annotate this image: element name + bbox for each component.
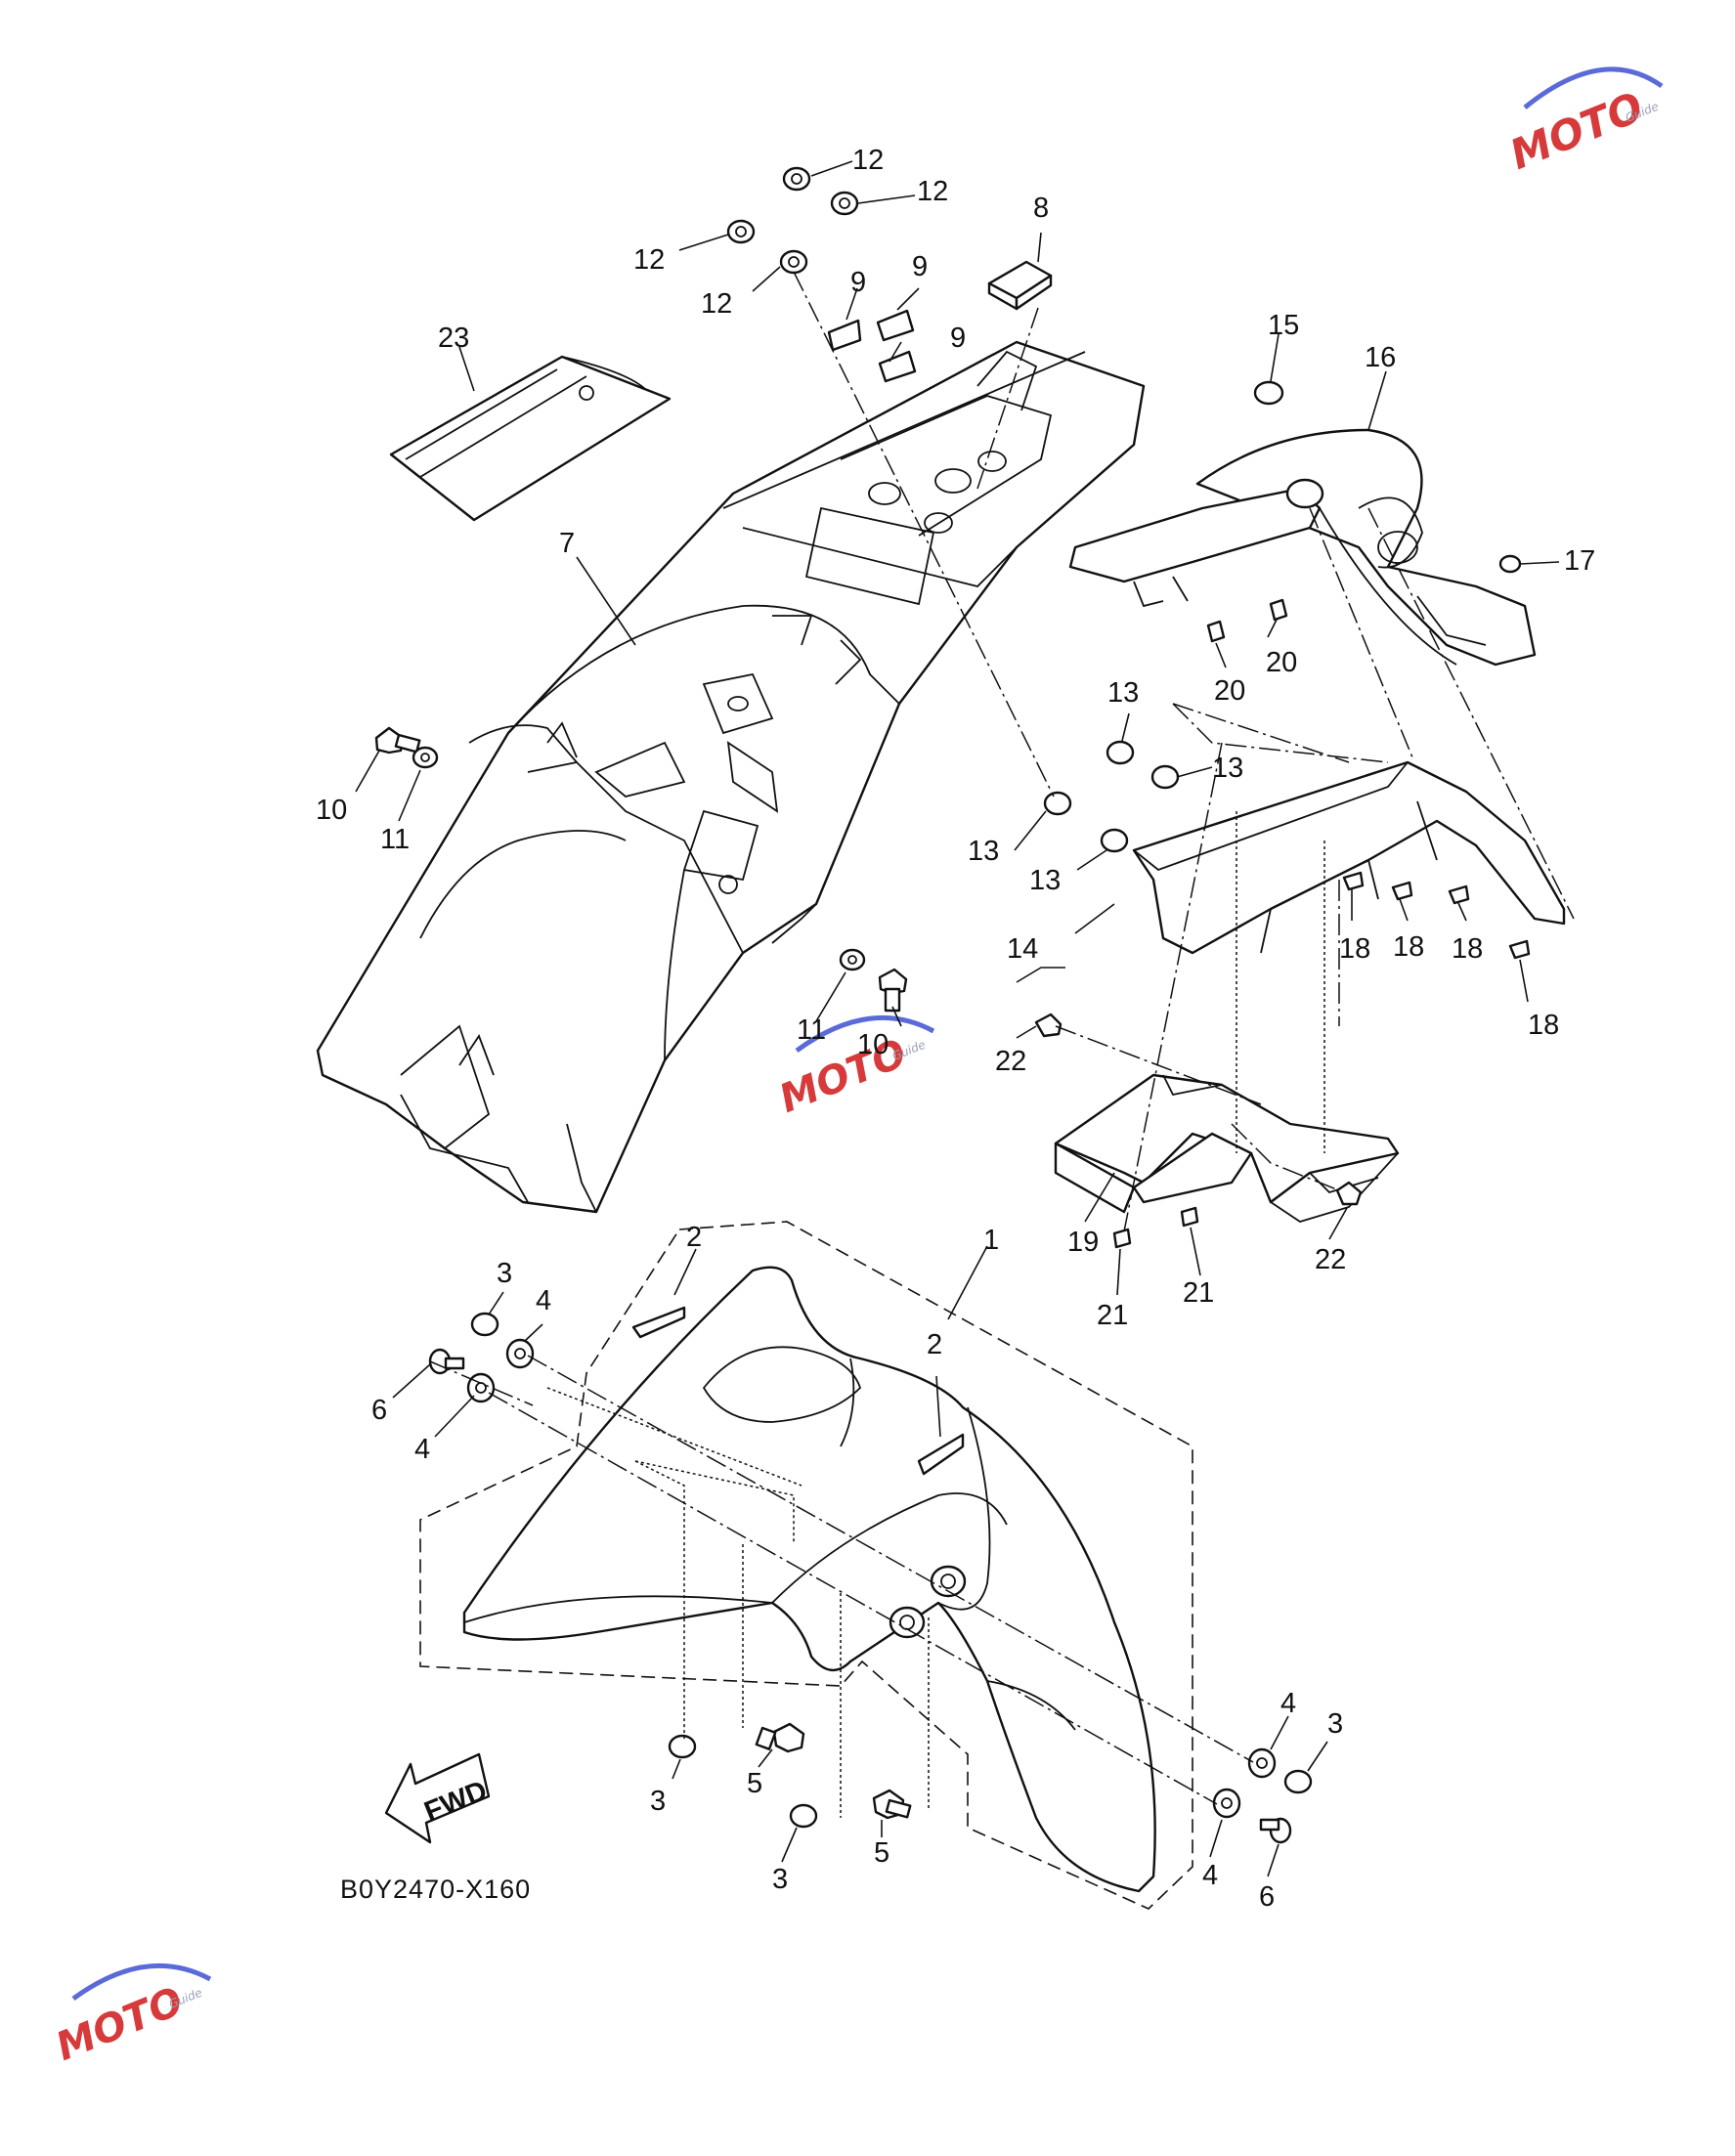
callout-2: 2 xyxy=(927,1329,942,1360)
callout-3: 3 xyxy=(650,1786,666,1817)
callout-22: 22 xyxy=(995,1046,1026,1077)
callout-18: 18 xyxy=(1528,1010,1559,1041)
callout-21: 21 xyxy=(1097,1300,1128,1331)
part-17-clip xyxy=(1498,554,1522,574)
part-19-tail-bracket xyxy=(1054,1073,1400,1223)
part-16-rear-cowl xyxy=(1068,428,1537,667)
drawing-code: B0Y2470-X160 xyxy=(340,1875,531,1904)
callout-9: 9 xyxy=(950,323,966,354)
callout-19: 19 xyxy=(1067,1227,1099,1258)
part-21-screws xyxy=(1112,1206,1199,1249)
callout-labels: 1 2 2 3 3 3 3 4 4 4 4 5 5 6 6 7 8 9 9 9 … xyxy=(316,145,1595,1913)
callout-12: 12 xyxy=(701,288,732,320)
callout-6: 6 xyxy=(1259,1881,1275,1913)
part-9-pads xyxy=(827,309,917,383)
callout-13: 13 xyxy=(968,836,999,867)
callout-11: 11 xyxy=(380,824,410,855)
callout-20: 20 xyxy=(1214,675,1245,707)
callout-4: 4 xyxy=(1280,1688,1296,1719)
callout-14: 14 xyxy=(1007,933,1038,965)
callout-18: 18 xyxy=(1339,933,1370,965)
watermark-logo-bottom-left: MOTO Guide xyxy=(50,1962,212,2070)
callout-18: 18 xyxy=(1393,931,1424,963)
callout-16: 16 xyxy=(1365,342,1396,373)
callout-7: 7 xyxy=(559,528,575,559)
callout-3: 3 xyxy=(772,1864,788,1895)
svg-text:MOTO: MOTO xyxy=(1503,82,1650,179)
callout-13: 13 xyxy=(1107,677,1139,709)
callout-10: 10 xyxy=(857,1029,889,1060)
callout-13: 13 xyxy=(1212,753,1243,784)
callout-23: 23 xyxy=(438,323,469,354)
leader-lines xyxy=(355,160,1575,1877)
svg-text:MOTO: MOTO xyxy=(50,1979,190,2070)
part-7-rear-fender xyxy=(316,340,1146,1214)
callout-1: 1 xyxy=(983,1225,999,1256)
part-18-screws xyxy=(1342,871,1531,960)
part-10-bolt-right xyxy=(878,968,908,1013)
fwd-arrow-icon: FWD xyxy=(384,1752,492,1844)
part-4-grommets xyxy=(466,1338,1277,1819)
part-1-front-fender xyxy=(462,1266,1156,1893)
watermark-logo-top-right: MOTO Guide xyxy=(1503,66,1664,179)
callout-4: 4 xyxy=(536,1285,551,1316)
callout-4: 4 xyxy=(1202,1860,1218,1891)
callout-12: 12 xyxy=(917,176,948,207)
callout-15: 15 xyxy=(1268,310,1299,341)
front-fender-assembly-boundary xyxy=(419,1221,1193,1910)
callout-6: 6 xyxy=(371,1395,387,1426)
part-22-bolts xyxy=(1034,1013,1363,1206)
callout-2: 2 xyxy=(686,1222,702,1253)
part-3-collars xyxy=(470,1312,1313,1829)
callout-4: 4 xyxy=(414,1434,430,1465)
callout-12: 12 xyxy=(633,244,665,276)
part-13-collars xyxy=(1043,740,1180,853)
part-8-pad xyxy=(987,260,1053,311)
callout-20: 20 xyxy=(1266,647,1297,678)
callout-3: 3 xyxy=(1327,1708,1343,1740)
part-11-washer-right xyxy=(839,948,866,971)
svg-text:MOTO: MOTO xyxy=(773,1031,913,1122)
callout-17: 17 xyxy=(1564,545,1595,577)
part-11-washer-left xyxy=(412,746,439,769)
part-5-bolts xyxy=(755,1722,912,1820)
callout-12: 12 xyxy=(852,145,884,176)
callout-18: 18 xyxy=(1452,933,1483,965)
callout-10: 10 xyxy=(316,795,347,826)
callout-5: 5 xyxy=(747,1768,762,1799)
callout-9: 9 xyxy=(912,251,928,282)
part-20-screws xyxy=(1206,598,1288,643)
part-14-bracket xyxy=(1132,760,1566,955)
callout-22: 22 xyxy=(1315,1244,1346,1275)
callout-3: 3 xyxy=(497,1258,512,1289)
part-15-cap xyxy=(1253,380,1284,406)
part-12-nuts xyxy=(726,166,859,275)
callout-21: 21 xyxy=(1183,1277,1214,1309)
part-10-bolt-left xyxy=(374,726,421,755)
callout-13: 13 xyxy=(1029,865,1061,896)
callout-11: 11 xyxy=(797,1014,826,1046)
part-23-label-sheet xyxy=(389,355,672,522)
callout-8: 8 xyxy=(1033,193,1049,224)
callout-9: 9 xyxy=(850,267,866,298)
callout-5: 5 xyxy=(874,1837,889,1869)
